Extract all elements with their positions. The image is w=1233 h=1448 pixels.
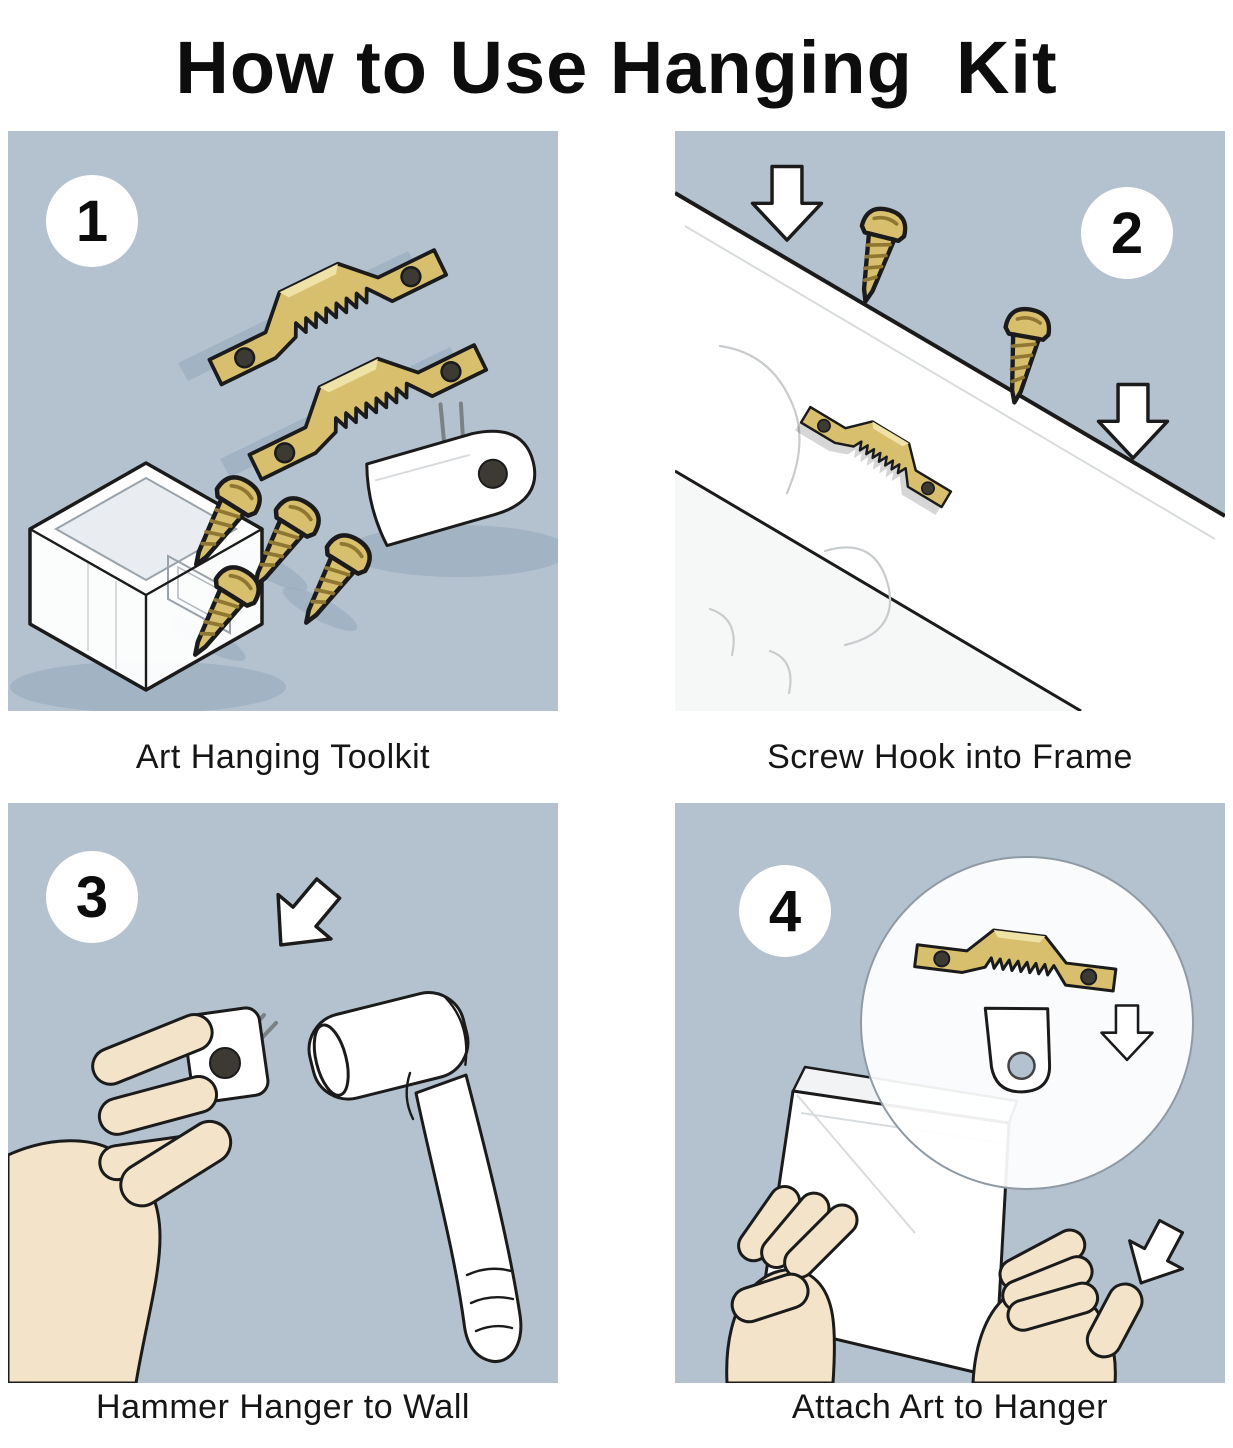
step-number-badge: 2 — [1081, 187, 1173, 280]
step-4-caption: Attach Art to Hanger — [791, 1387, 1109, 1426]
wood-frame-board — [675, 191, 1225, 712]
wall-hook-icon — [365, 401, 537, 548]
hook-shadow — [346, 525, 558, 578]
step-2-caption: Screw Hook into Frame — [767, 737, 1133, 776]
storage-box-icon — [27, 461, 265, 693]
step-number-badge: 3 — [46, 851, 138, 944]
step-number: 2 — [1110, 200, 1144, 266]
hammer-icon — [307, 991, 523, 1364]
magnifier-circle — [860, 856, 1194, 1191]
sawtooth-hanger-icon — [799, 389, 963, 509]
down-arrow-icon — [750, 165, 824, 243]
step-number-badge: 4 — [739, 865, 831, 958]
step-number: 4 — [768, 878, 802, 944]
screw-icon — [194, 475, 262, 568]
step-4-illustration — [725, 856, 1194, 1384]
step-1-illustration — [10, 221, 558, 712]
page-title: How to Use Hanging Kit — [175, 26, 1058, 109]
step-3-caption: Hammer Hanger to Wall — [96, 1387, 470, 1426]
step-4-panel: 4 — [675, 803, 1225, 1384]
screw-icon — [1003, 307, 1052, 405]
step-2-figure: 2 Screw Hook into Frame — [675, 131, 1225, 803]
sawtooth-hanger-icon — [234, 316, 489, 482]
screw-icon — [304, 533, 372, 626]
screw-icon — [253, 496, 321, 589]
step-2-panel: 2 — [675, 131, 1225, 712]
step-4-figure: 4 Attach Art to Hanger — [675, 803, 1225, 1431]
step-1-panel: 1 — [8, 131, 558, 712]
down-arrow-icon — [1096, 383, 1170, 461]
down-arrow-icon — [1128, 1219, 1185, 1285]
wall-hook-icon — [983, 1007, 1052, 1094]
down-arrow-icon — [276, 877, 342, 947]
hand-icon — [971, 1228, 1144, 1384]
sawtooth-hanger-icon — [194, 221, 449, 387]
hand-icon — [725, 1185, 859, 1384]
hand-icon — [8, 1013, 233, 1384]
step-3-panel: 3 — [8, 803, 558, 1384]
step-2-illustration — [675, 165, 1225, 712]
step-1-figure: 1 Art Hanging Toolkit — [8, 131, 558, 803]
screw-icon — [193, 565, 261, 658]
down-arrow-icon — [1100, 1004, 1154, 1062]
screw-icon — [859, 207, 908, 304]
step-3-illustration — [8, 877, 523, 1384]
step-number-badge: 1 — [46, 175, 138, 268]
step-number: 1 — [75, 188, 109, 254]
sawtooth-hanger-icon — [913, 919, 1121, 993]
steps-grid: 1 Art Hanging Toolkit — [0, 121, 1233, 1431]
step-1-caption: Art Hanging Toolkit — [135, 737, 431, 776]
step-3-figure: 3 Hammer Hanger to Wall — [8, 803, 558, 1431]
step-number: 3 — [75, 864, 109, 930]
